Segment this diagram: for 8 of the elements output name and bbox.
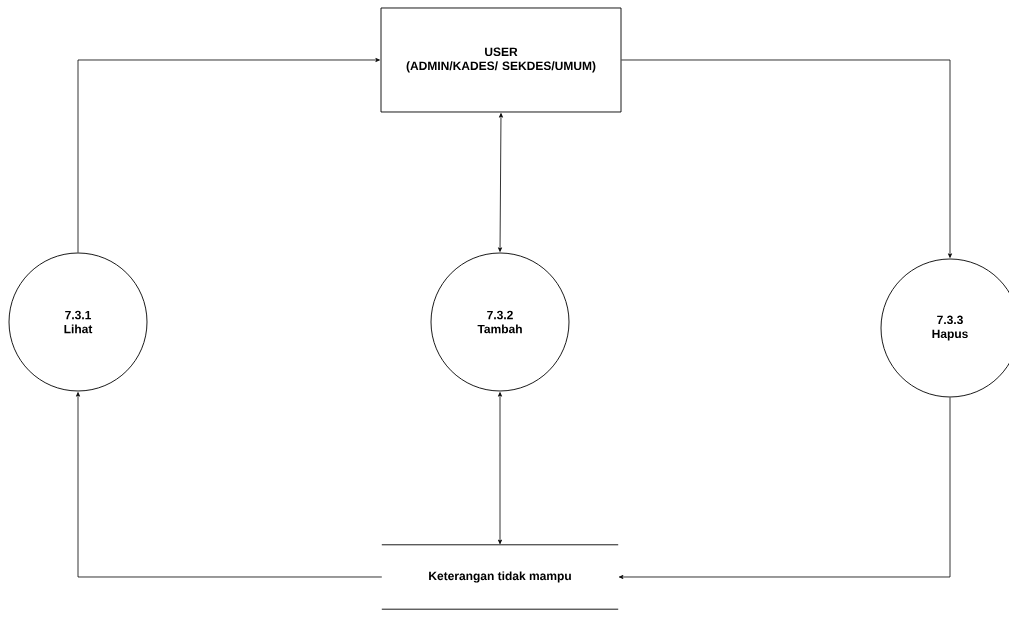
arrow	[76, 392, 383, 578]
arrow	[498, 113, 503, 252]
arrow	[621, 59, 952, 258]
arrow	[618, 397, 951, 579]
data-store: Keterangan tidak mampu	[381, 544, 619, 610]
arrow	[498, 392, 502, 545]
entity-box: USER (ADMIN/KADES/ SEKDES/UMUM)	[380, 7, 622, 113]
arrow	[77, 58, 380, 253]
